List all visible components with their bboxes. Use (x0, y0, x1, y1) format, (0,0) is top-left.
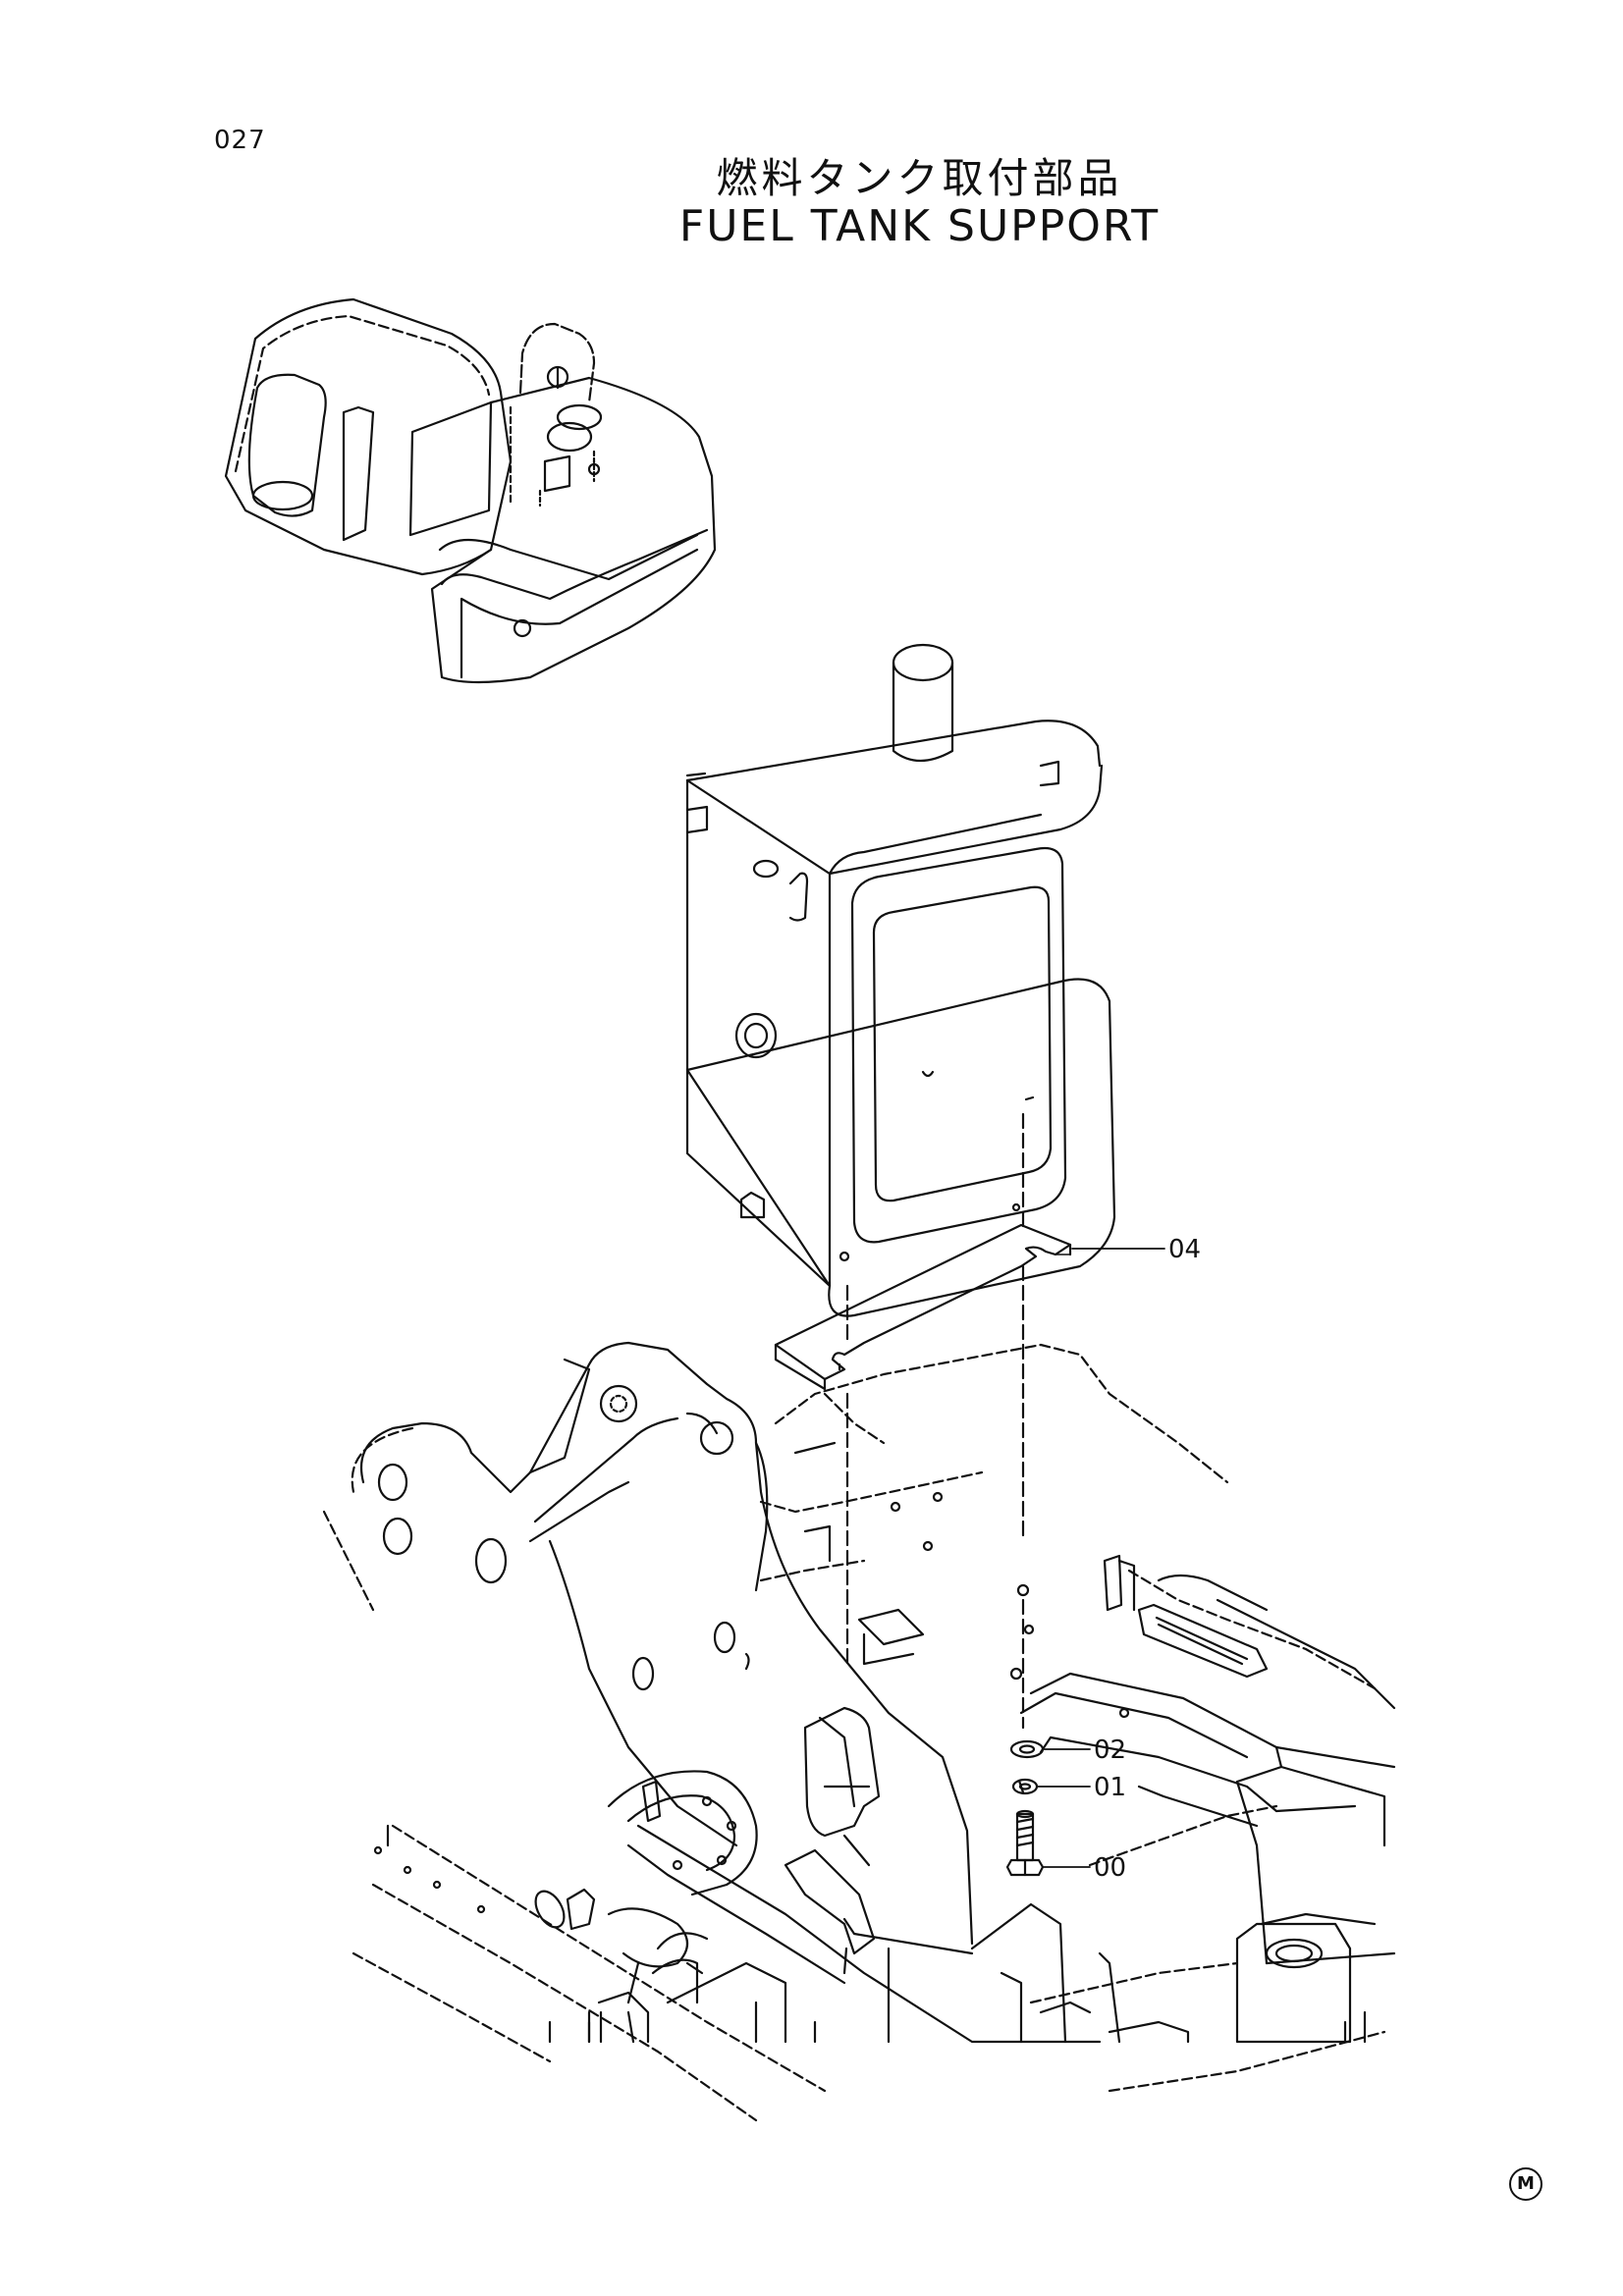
fuel-tank (685, 643, 1116, 1317)
title-english: FUEL TANK SUPPORT (678, 201, 1161, 251)
spring-washer-01 (1011, 1778, 1039, 1795)
leader-lines (1036, 1248, 1165, 1868)
manufacturer-mark: M (1509, 2167, 1542, 2201)
title-japanese: 燃料タンク取付部品 (716, 154, 1123, 202)
plate-04 (774, 1223, 1072, 1391)
bolt-00 (1005, 1809, 1045, 1877)
alignment-lines (845, 1112, 1025, 1730)
washer-02 (1009, 1739, 1045, 1759)
page-number: 027 (214, 126, 266, 155)
callout-04: 04 (1168, 1235, 1201, 1264)
excavator-overview (224, 297, 717, 684)
callout-01: 01 (1094, 1773, 1126, 1802)
callout-00: 00 (1094, 1853, 1126, 1883)
upper-frame (322, 1341, 1396, 2122)
callout-02: 02 (1094, 1735, 1126, 1765)
